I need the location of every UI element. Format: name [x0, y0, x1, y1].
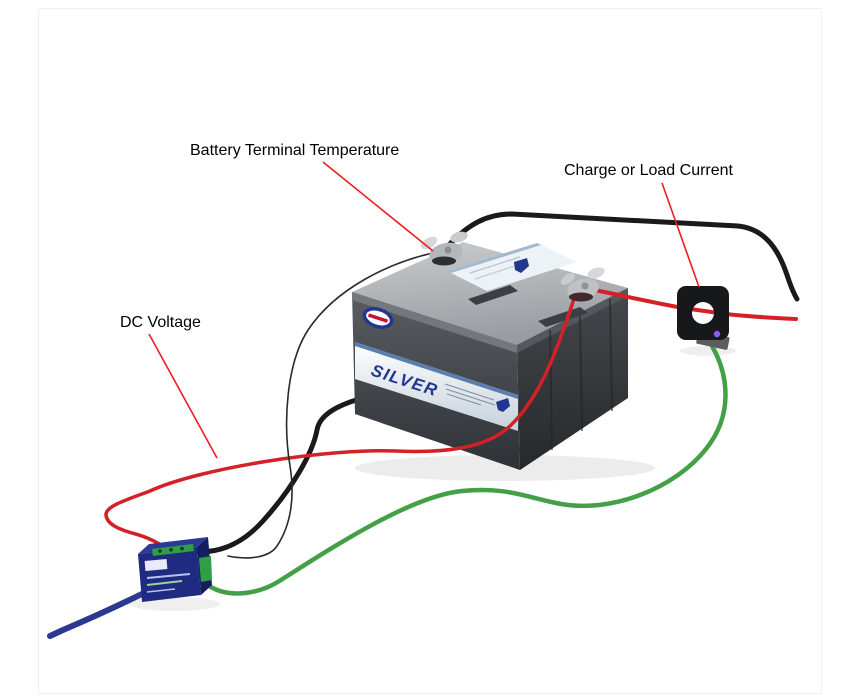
current-sensor-led	[713, 330, 721, 338]
wires-behind	[47, 389, 393, 639]
module-label	[144, 559, 168, 571]
battery-silver-band: SILVER	[355, 342, 518, 431]
positive-clamp-bolt	[581, 282, 589, 290]
dc-voltage-label: DC Voltage	[120, 314, 201, 331]
battery-terminal-temperature-label: Battery Terminal Temperature	[190, 142, 400, 159]
battery-ridges	[549, 298, 613, 451]
negative-dc-wire	[183, 389, 393, 555]
sticker-shield-logo	[514, 258, 529, 273]
battery-shadow	[355, 455, 655, 481]
battery-handle-right	[538, 307, 588, 327]
battery-fine-print	[444, 383, 496, 406]
negative-terminal-clamp	[420, 231, 468, 266]
current-sense-wire	[196, 343, 728, 596]
voltage-module	[138, 537, 212, 602]
callout-line-dc-voltage	[148, 333, 218, 459]
callout-lines	[148, 161, 700, 459]
negative-main-cable	[444, 211, 800, 302]
battery-front-logo	[362, 307, 394, 329]
current-sensor	[677, 286, 730, 350]
battery-handle-left	[468, 285, 518, 305]
positive-dc-sense-wire	[104, 297, 576, 551]
callout-line-battery-temp	[322, 161, 434, 252]
charge-or-load-current-label: Charge or Load Current	[564, 162, 733, 179]
positive-terminal-clamp	[560, 267, 605, 302]
battery: SILVER	[352, 242, 628, 470]
battery-right-lip	[517, 288, 628, 353]
module-markings	[146, 573, 191, 593]
module-front-face	[138, 547, 201, 602]
temperature-sense-wire	[227, 251, 438, 559]
dc-output-wire	[47, 586, 155, 639]
battery-top-sticker	[447, 243, 577, 291]
current-sensor-ring	[677, 286, 729, 340]
battery-front-lip	[352, 292, 517, 353]
band-shield-logo	[496, 398, 510, 412]
callout-line-charge-current	[661, 182, 700, 288]
module-terminal-screws	[158, 546, 184, 553]
negative-clamp-bolt	[444, 246, 452, 254]
module-right-terminal-block	[199, 556, 212, 582]
module-top-terminal-block	[152, 544, 194, 556]
